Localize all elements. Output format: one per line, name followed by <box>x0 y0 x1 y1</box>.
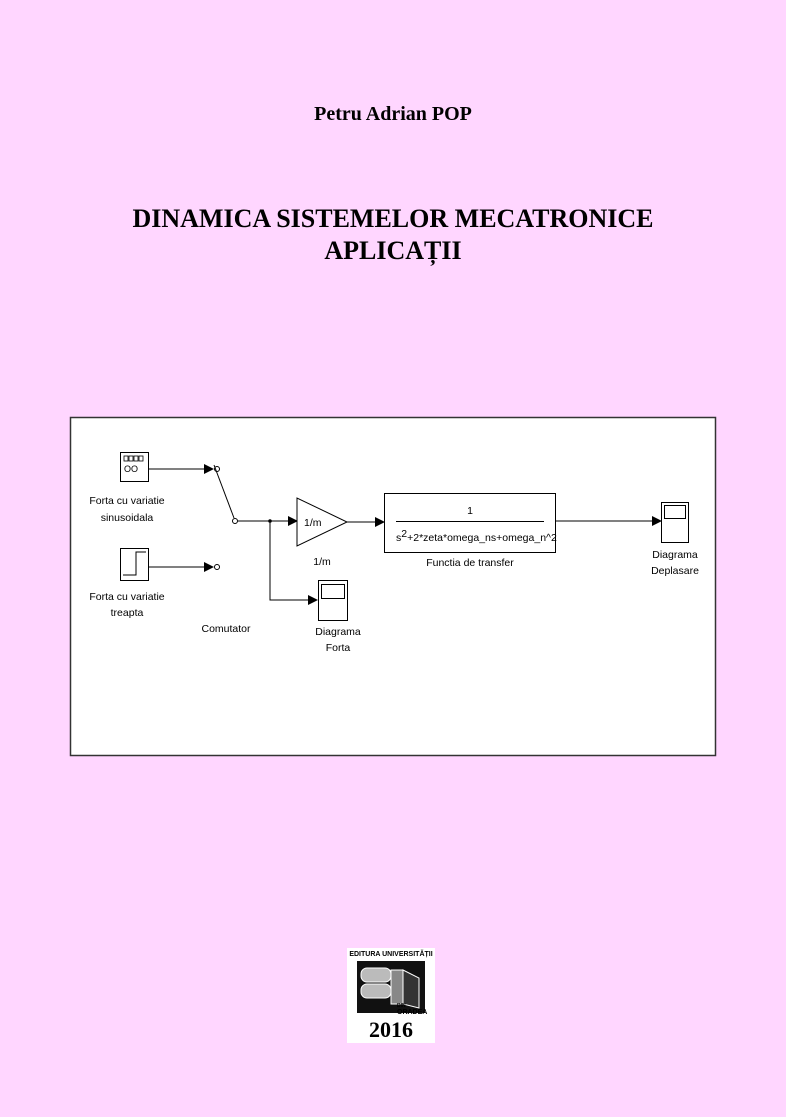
transfer-function-block <box>384 493 556 553</box>
step-source-label: treapta <box>111 607 144 619</box>
book-title-line2: APLICAȚII <box>324 236 462 265</box>
scope-force-label: Diagrama <box>315 626 361 638</box>
gain-block <box>296 497 349 547</box>
publisher-logo: EDITURA UNIVERSITĂȚII DIN ORADEA 2016 <box>347 948 435 1043</box>
step-source-block <box>120 548 149 581</box>
author-name: Petru Adrian POP <box>314 103 472 125</box>
svg-text:s2+2*zeta*omega_ns+omega_n^2: s2+2*zeta*omega_ns+omega_n^2 <box>396 528 557 544</box>
svg-text:1/m: 1/m <box>304 517 322 529</box>
transfer-function-label: Functia de transfer <box>426 557 514 569</box>
scope-force-label: Forta <box>326 642 351 654</box>
sine-source-label: Forta cu variatie <box>89 495 164 507</box>
sine-source-label: sinusoidala <box>101 512 154 524</box>
step-source-label: Forta cu variatie <box>89 591 164 603</box>
publication-year: 2016 <box>369 1017 413 1042</box>
switch-label: Comutator <box>201 623 251 635</box>
book-title-line1: DINAMICA SISTEMELOR MECATRONICE <box>132 204 654 233</box>
books-icon <box>357 961 425 1013</box>
switch-lever <box>213 464 235 519</box>
diagram-frame <box>69 416 717 757</box>
gain-label: 1/m <box>313 556 331 568</box>
scope-force-block <box>318 580 348 621</box>
svg-text:1: 1 <box>467 505 473 517</box>
svg-text:OO: OO <box>124 464 138 474</box>
scope-displacement-label: Deplasare <box>651 565 699 577</box>
scope-displacement-label: Diagrama <box>652 549 698 561</box>
scope-displacement-block <box>661 502 689 543</box>
sine-wave-source-block: OO <box>120 452 149 482</box>
